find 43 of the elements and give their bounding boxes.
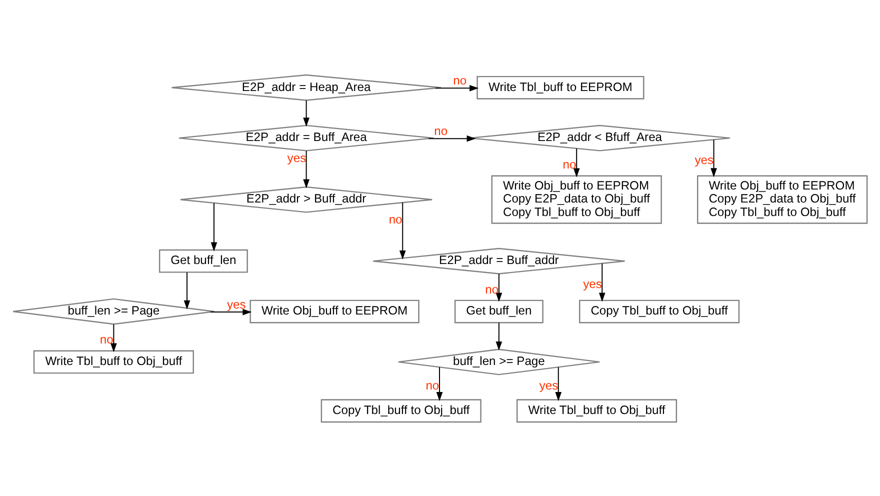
node-box: Copy Tbl_buff to Obj_buff [320,398,482,422]
edge-label: no [388,212,402,226]
arrow [110,324,117,352]
arrow [496,322,502,350]
arrow [710,139,717,177]
node-box: Write Obj_buff to EEPROM Copy E2P_data to Obj_buff Copy Tbl_buff to Obj_buff [491,174,662,224]
arrow [555,366,562,401]
arrow [598,263,606,302]
edge-label: no [485,282,499,296]
node-box: Write Obj_buff to EEPROM [250,299,420,323]
edge-label: yes [287,150,306,164]
arrow [210,202,218,251]
node-diamond: E2P_addr = Buff_addr [372,247,626,274]
node-box: Get buff_len [158,248,248,272]
edge-label: no [453,73,467,88]
arrow [428,134,476,142]
arrow [303,100,310,126]
node-box: Write Tbl_buff to Obj_buff [33,350,194,374]
edge-label: yes [539,378,558,392]
node-box: Write Tbl_buff to Obj_buff [516,398,678,422]
arrow [436,84,479,91]
edge-label: yes [583,276,602,291]
arrow [303,150,310,188]
arrow [496,273,502,302]
node-diamond: E2P_addr = Heap_Area [171,74,442,100]
node-diamond: E2P_addr > Buff_addr [180,186,433,212]
arrow [436,366,443,401]
edge-label: no [562,156,576,171]
arrow [210,308,252,315]
node-box: Write Obj_buff to EEPROM Copy E2P_data to Obj_buff Copy Tbl_buff to Obj_buff [697,174,868,224]
edge-label: yes [227,297,246,312]
node-box: Copy Tbl_buff to Obj_buff [579,299,740,323]
edge-label: yes [694,152,714,166]
arrow [184,272,190,309]
node-diamond: E2P_addr = Buff_Area [178,124,434,151]
edge-label: no [426,378,440,392]
node-box: Write Tbl_buff to EEPROM [476,75,644,99]
node-box: Get buff_len [454,299,544,323]
node-diamond: buff_len >= Page [398,348,600,375]
arrow [399,202,406,260]
edge-label: no [434,124,448,138]
arrow [573,148,580,177]
edge-label: no [100,332,114,346]
